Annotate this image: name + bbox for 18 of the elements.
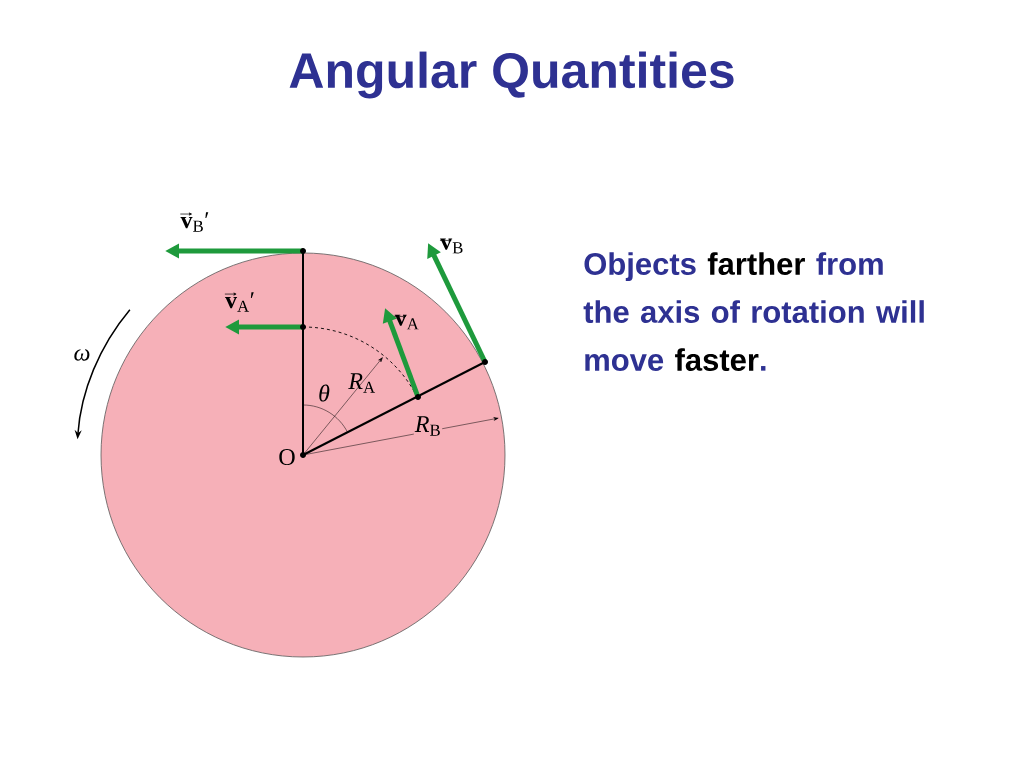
label: farther [707,252,805,275]
vector-label: v$_{A}$′ [224,292,254,312]
vector-label: v$_{A}$ [394,314,419,330]
title: Angular Quantities [289,51,734,99]
explanation-text: Objects farther from the axis of rotation will move faster. [583,252,924,371]
radius-label: R$_{B}$ [413,415,443,437]
vector-label: v$_{B}$′ [180,212,209,232]
point-label: O [279,448,295,466]
label: the axis of rotation will [583,300,924,323]
vector-label: v$_{B}$ [439,238,463,254]
label: move [585,353,664,371]
angle-label: θ [319,384,330,402]
label: . [761,366,766,371]
label: faster [675,348,759,371]
radius-label: R$_{A}$ [348,373,376,393]
label: Objects [584,252,696,282]
label: from [816,252,883,275]
symbol-label: ω [74,349,90,361]
